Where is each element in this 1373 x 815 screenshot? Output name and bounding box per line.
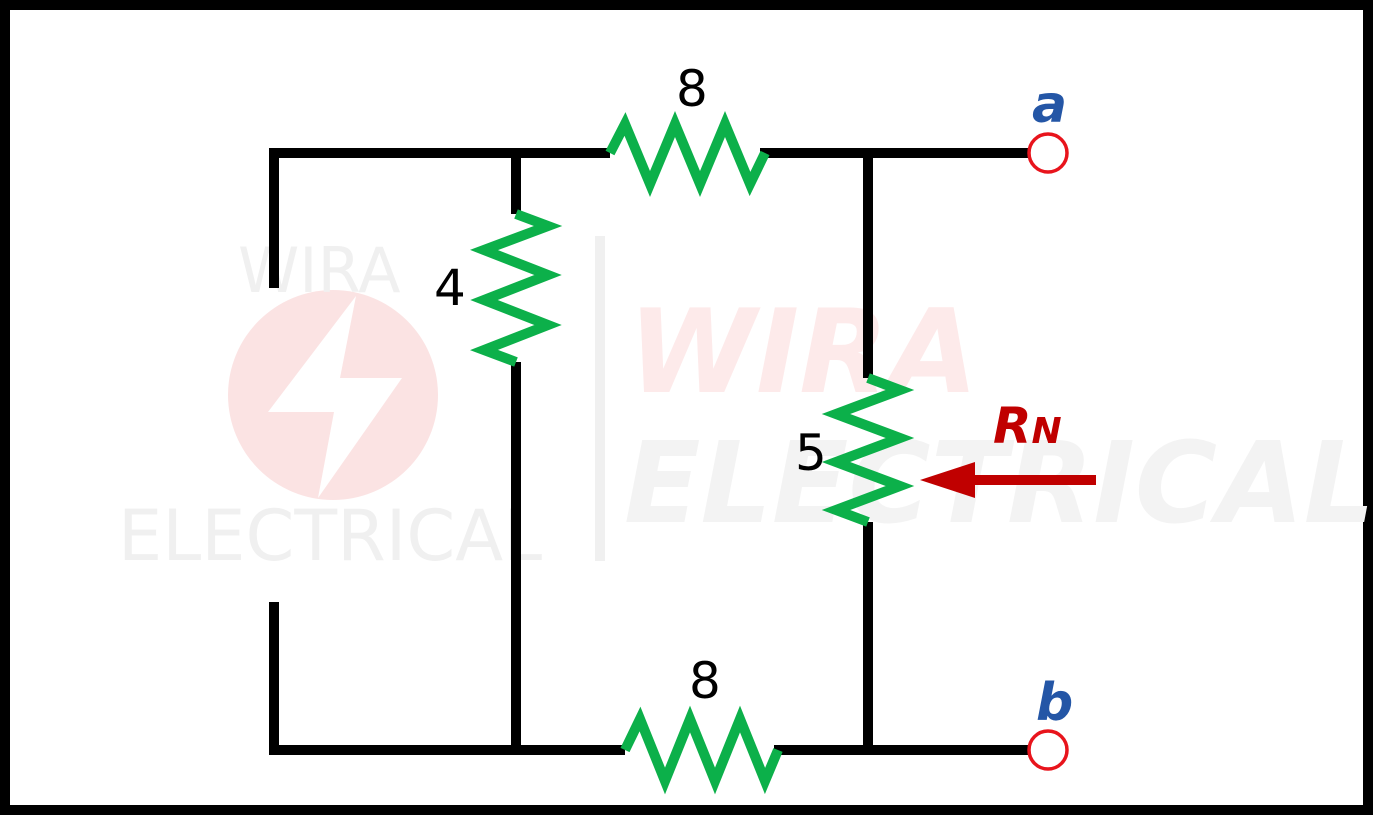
resistor-bottom-value: 8 [689, 652, 721, 710]
watermark-big-line1: WIRA [628, 285, 978, 420]
resistor-right-value: 5 [795, 424, 827, 482]
terminal-a [1027, 132, 1069, 174]
watermark-bolt-icon [268, 296, 402, 498]
rn-label-main: R [993, 397, 1032, 455]
resistor-left [470, 209, 563, 367]
wire-left-lower [269, 602, 625, 755]
resistor-top-value: 8 [676, 60, 708, 118]
resistor-right [821, 373, 915, 527]
resistor-left-value: 4 [434, 259, 466, 317]
rn-arrow-head [920, 462, 975, 498]
rn-label: RN [993, 397, 1062, 455]
rn-label-sub: N [1032, 411, 1062, 452]
wires [269, 148, 1030, 755]
watermark-divider [595, 236, 605, 561]
watermark-logo-bottom: ELECTRICAL [118, 495, 542, 577]
wire-left-upper [269, 148, 610, 288]
resistor-top [605, 111, 770, 197]
terminal-b [1027, 729, 1069, 771]
watermark-logo-top: WIRA [238, 234, 401, 307]
resistor-bottom [620, 705, 783, 795]
terminal-a-label: a [1032, 75, 1067, 135]
watermark: WIRA ELECTRICAL WIRA ELECTRICAL [118, 234, 1373, 577]
terminal-b-label: b [1036, 673, 1073, 733]
